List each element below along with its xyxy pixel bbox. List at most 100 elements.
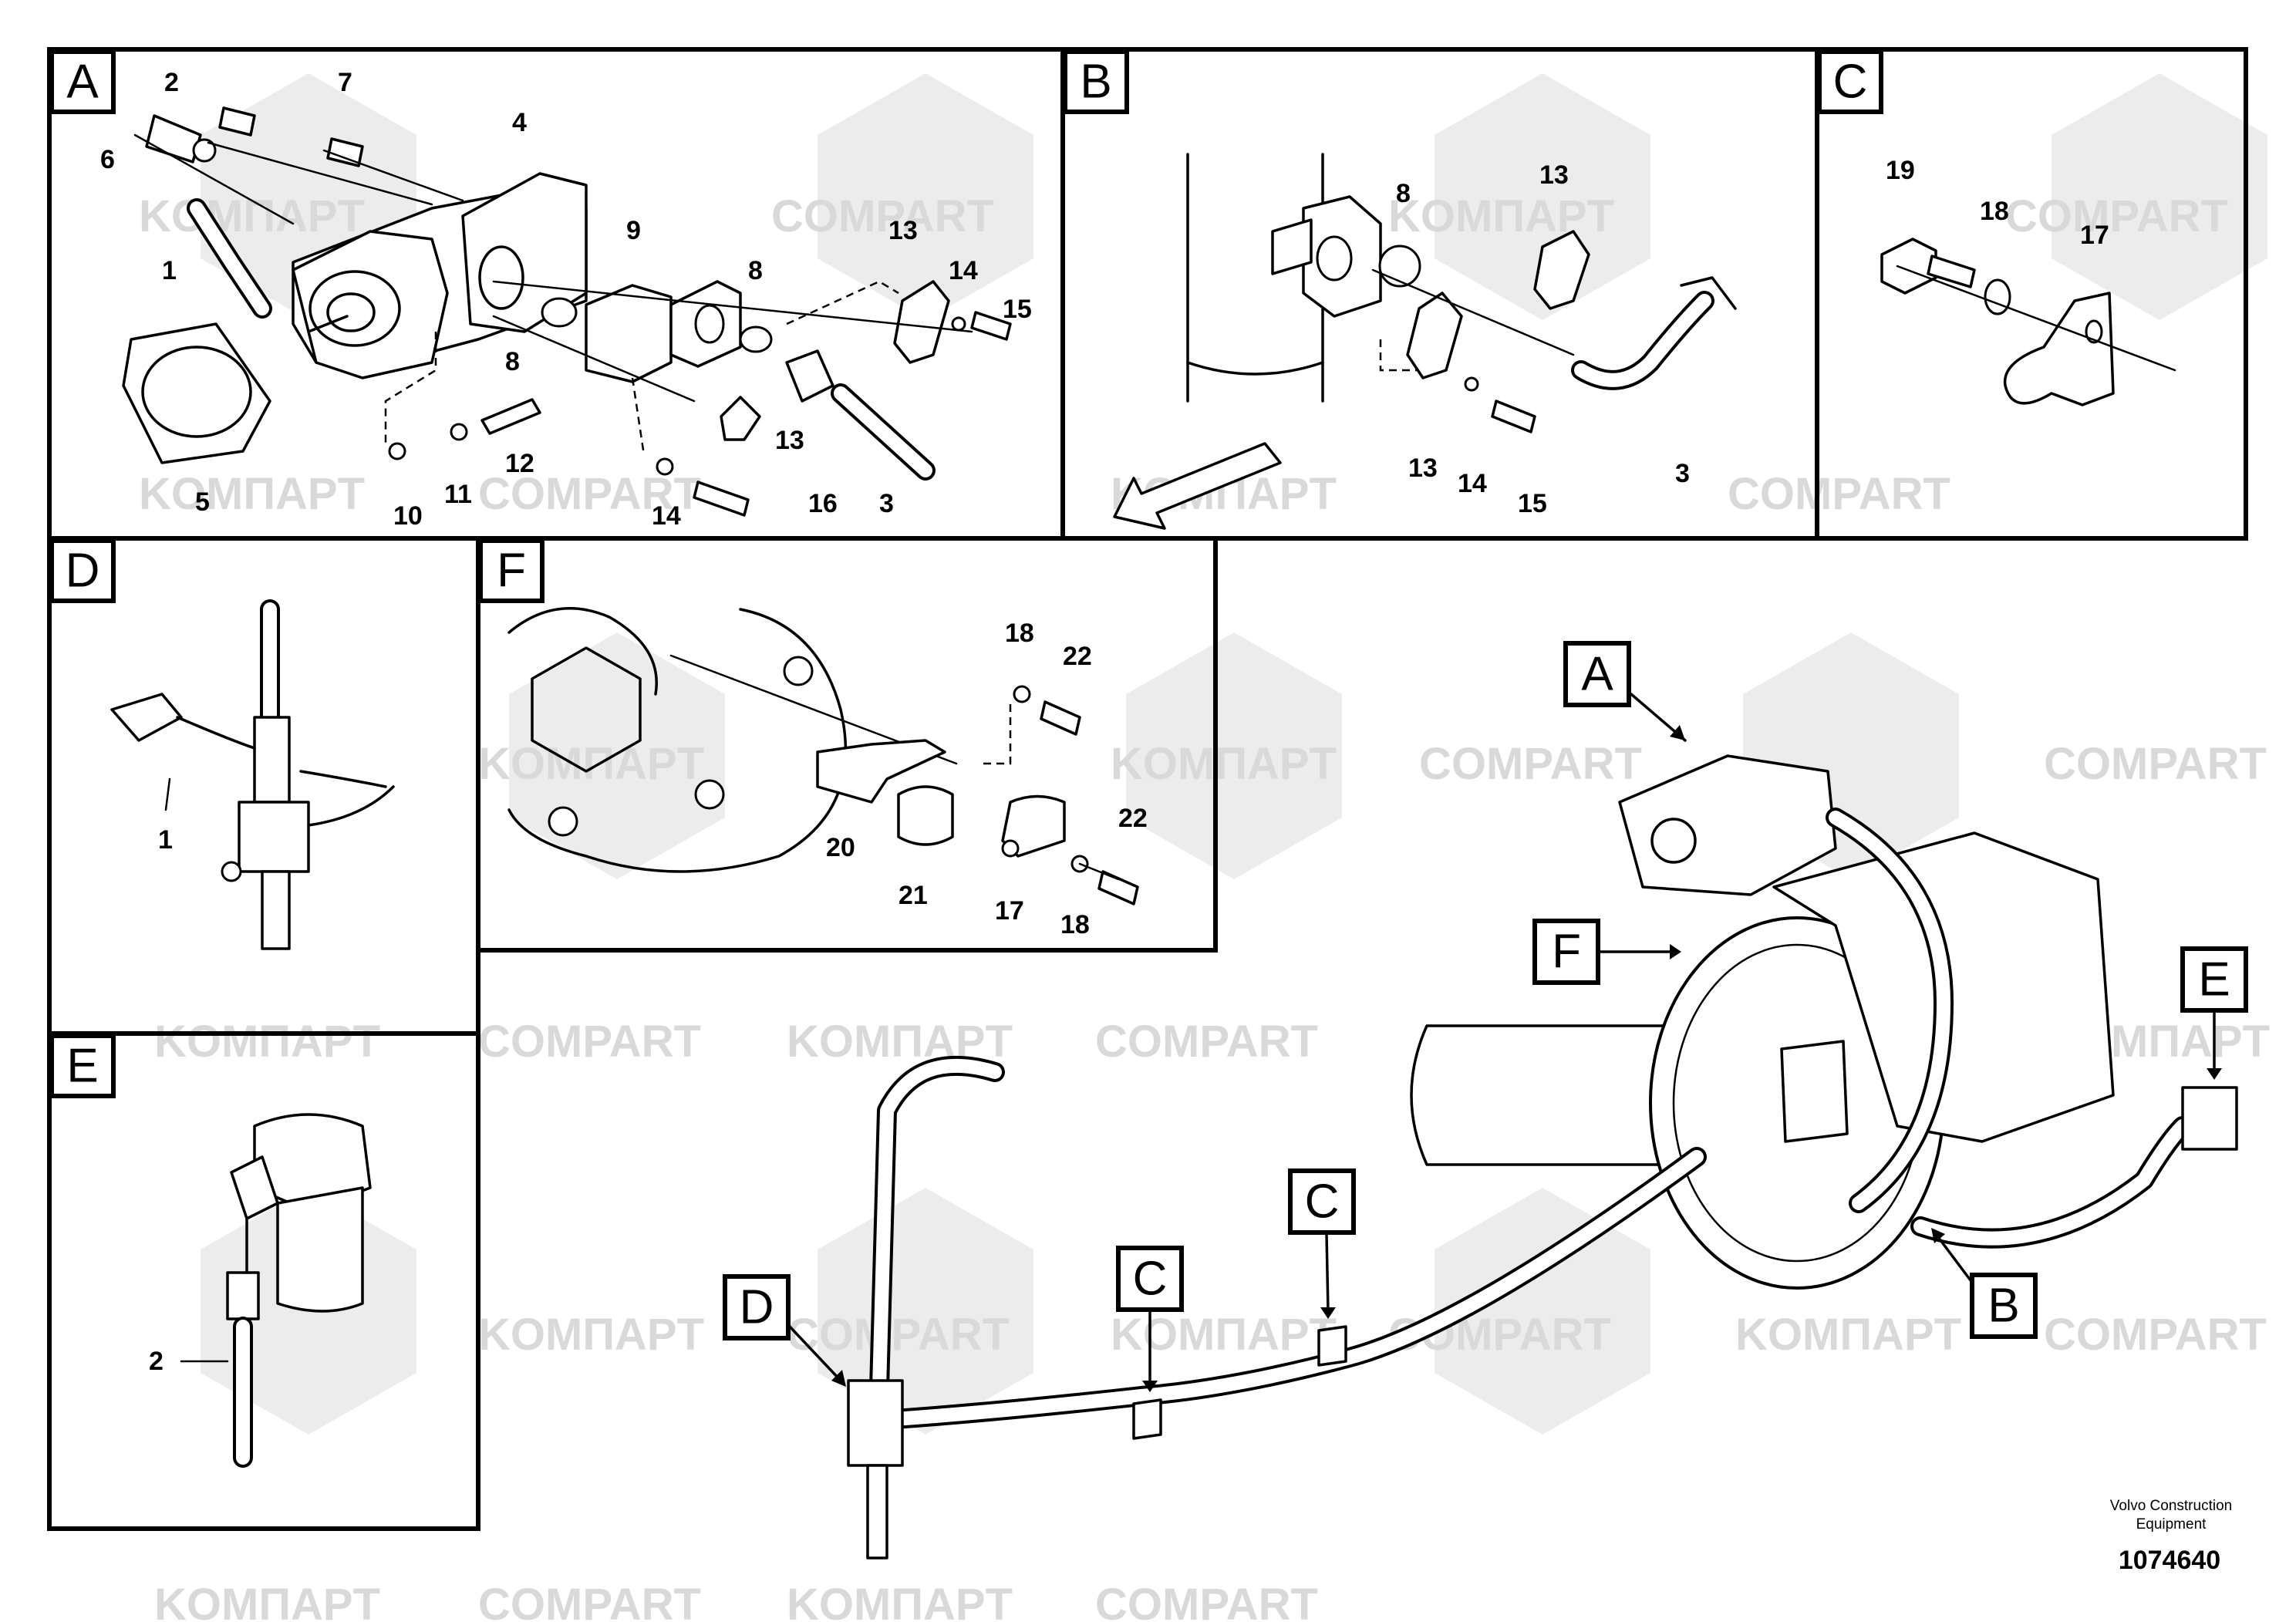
callout-8: 8 xyxy=(748,256,763,285)
watermark-text-ru: KOMПAPT xyxy=(1388,191,1614,241)
panel-d-label: D xyxy=(66,545,100,598)
callout-13: 13 xyxy=(775,426,804,455)
watermark-text-en: COMPART xyxy=(478,1017,701,1067)
clamp-21 xyxy=(897,785,954,846)
callout-1: 1 xyxy=(162,256,177,285)
panel-e-label: E xyxy=(66,1040,98,1093)
watermark-text-ru: KOMПAPT xyxy=(478,1310,704,1360)
valve-block xyxy=(238,801,310,873)
callout-19: 19 xyxy=(1886,156,1915,185)
watermark-text-ru: KOMПAPT xyxy=(1111,739,1337,789)
callout-16: 16 xyxy=(808,489,838,518)
watermark-text-ru: KOMПAPT xyxy=(139,191,365,241)
filter-bowl xyxy=(276,1186,364,1313)
panel-a: A xyxy=(49,49,1032,531)
watermark-text-ru: KOMПAPT xyxy=(478,739,704,789)
watermark-text-en: COMPART xyxy=(1728,469,1950,519)
watermark-text-en: COMPART xyxy=(771,191,994,241)
clamp-half-13 xyxy=(1406,292,1463,379)
watermark-text-ru: KOMПAPT xyxy=(154,1580,380,1622)
callout-21: 21 xyxy=(899,881,928,910)
watermark-text-ru: KOMПAPT xyxy=(787,1580,1013,1622)
bolt-16 xyxy=(693,481,750,517)
panel-f-label: F xyxy=(497,545,526,598)
callout-11: 11 xyxy=(444,480,472,509)
clamp-c2 xyxy=(1317,1325,1347,1367)
tag-a: A xyxy=(1581,648,1613,701)
watermark-text-en: COMPART xyxy=(1095,1580,1318,1622)
hose-3-fitting xyxy=(785,349,834,403)
direction-arrow xyxy=(1113,442,1282,530)
fitting-6 xyxy=(145,114,202,164)
panel-b-label: B xyxy=(1080,56,1111,109)
tag-d: D xyxy=(740,1281,774,1334)
watermark-text-ru: KOMПAPT xyxy=(1735,1310,1961,1360)
fitting-2 xyxy=(218,106,256,137)
credit-line-2: Equipment xyxy=(2136,1516,2207,1533)
callout-15: 15 xyxy=(1518,489,1547,518)
callout-13: 13 xyxy=(1408,454,1438,483)
callout-4: 4 xyxy=(512,108,527,137)
port-block-9 xyxy=(585,284,673,383)
panel-a-callouts: 2 7 6 4 1 9 13 14 8 15 5 10 11 12 8 14 1… xyxy=(100,68,1032,531)
callout-8: 8 xyxy=(1396,179,1411,208)
tank-port xyxy=(1271,218,1313,275)
watermark-text-en: COMPART xyxy=(2044,739,2267,789)
panel-f: F 18 22 20 21 17 22 18 xyxy=(478,538,1148,939)
bolt-15 xyxy=(970,311,1012,341)
callout-3: 3 xyxy=(879,489,894,518)
tag-b: B xyxy=(1988,1280,2019,1333)
callout-22: 22 xyxy=(1118,804,1148,833)
credit-line-1: Volvo Construction xyxy=(2110,1498,2232,1514)
callout-12: 12 xyxy=(505,449,534,478)
watermark-text-en: COMPART xyxy=(478,1580,701,1622)
fitting-2 xyxy=(226,1271,260,1320)
hose-1-fitting xyxy=(110,693,183,742)
tag-e: E xyxy=(2198,953,2230,1007)
panel-a-label: A xyxy=(66,56,99,109)
callout-18: 18 xyxy=(1005,619,1034,648)
watermark-text-en: COMPART xyxy=(1419,739,1642,789)
bolt-19-shank xyxy=(1927,255,1976,288)
nipple-d xyxy=(866,1464,888,1560)
watermark-text-en: COMPART xyxy=(478,469,701,519)
callout-14: 14 xyxy=(1458,469,1487,498)
bolt-22 xyxy=(1097,870,1139,905)
filter-e xyxy=(2181,1086,2238,1151)
callout-17: 17 xyxy=(2080,221,2109,250)
panel-c-label: C xyxy=(1833,56,1868,109)
filter-elbow xyxy=(230,1155,279,1220)
bolt-12 xyxy=(480,398,541,435)
panel-e: E 2 xyxy=(49,1034,372,1468)
clamp-half-13 xyxy=(893,280,950,364)
output-spline xyxy=(1780,1040,1849,1143)
callout-6: 6 xyxy=(100,145,115,174)
p-clamp-17 xyxy=(2003,292,2115,406)
panel-e-callouts: 2 xyxy=(149,1347,164,1376)
footer: Volvo Construction Equipment 1074640 xyxy=(2110,1498,2232,1575)
panel-f-callouts: 18 22 20 21 17 22 18 xyxy=(826,619,1148,939)
bolt-19 xyxy=(1880,238,1937,295)
callout-3: 3 xyxy=(1675,459,1690,488)
panel-d: D 1 xyxy=(49,538,395,950)
overview-assembly: A F E C C D B xyxy=(723,641,2248,1560)
tag-c: C xyxy=(1305,1175,1340,1229)
panel-d-callouts: 1 xyxy=(158,825,173,855)
callout-1: 1 xyxy=(158,825,173,855)
panel-b-callouts: 8 13 13 14 15 3 xyxy=(1396,160,1690,518)
callout-18: 18 xyxy=(1980,197,2009,226)
callout-20: 20 xyxy=(826,833,855,862)
callout-10: 10 xyxy=(393,501,423,531)
panel-frames xyxy=(47,47,2248,1531)
watermark-text-ru: KOMПAPT xyxy=(139,469,365,519)
watermark-text-en: COMPART xyxy=(787,1310,1010,1360)
filter-housing xyxy=(253,1113,372,1212)
callout-14: 14 xyxy=(949,256,978,285)
bolt-22 xyxy=(1040,700,1081,736)
valve-nipple xyxy=(261,870,291,950)
tag-c: C xyxy=(1133,1253,1168,1306)
bracket-20 xyxy=(816,739,946,804)
clamp-c1 xyxy=(1132,1398,1162,1440)
callout-9: 9 xyxy=(626,216,641,245)
